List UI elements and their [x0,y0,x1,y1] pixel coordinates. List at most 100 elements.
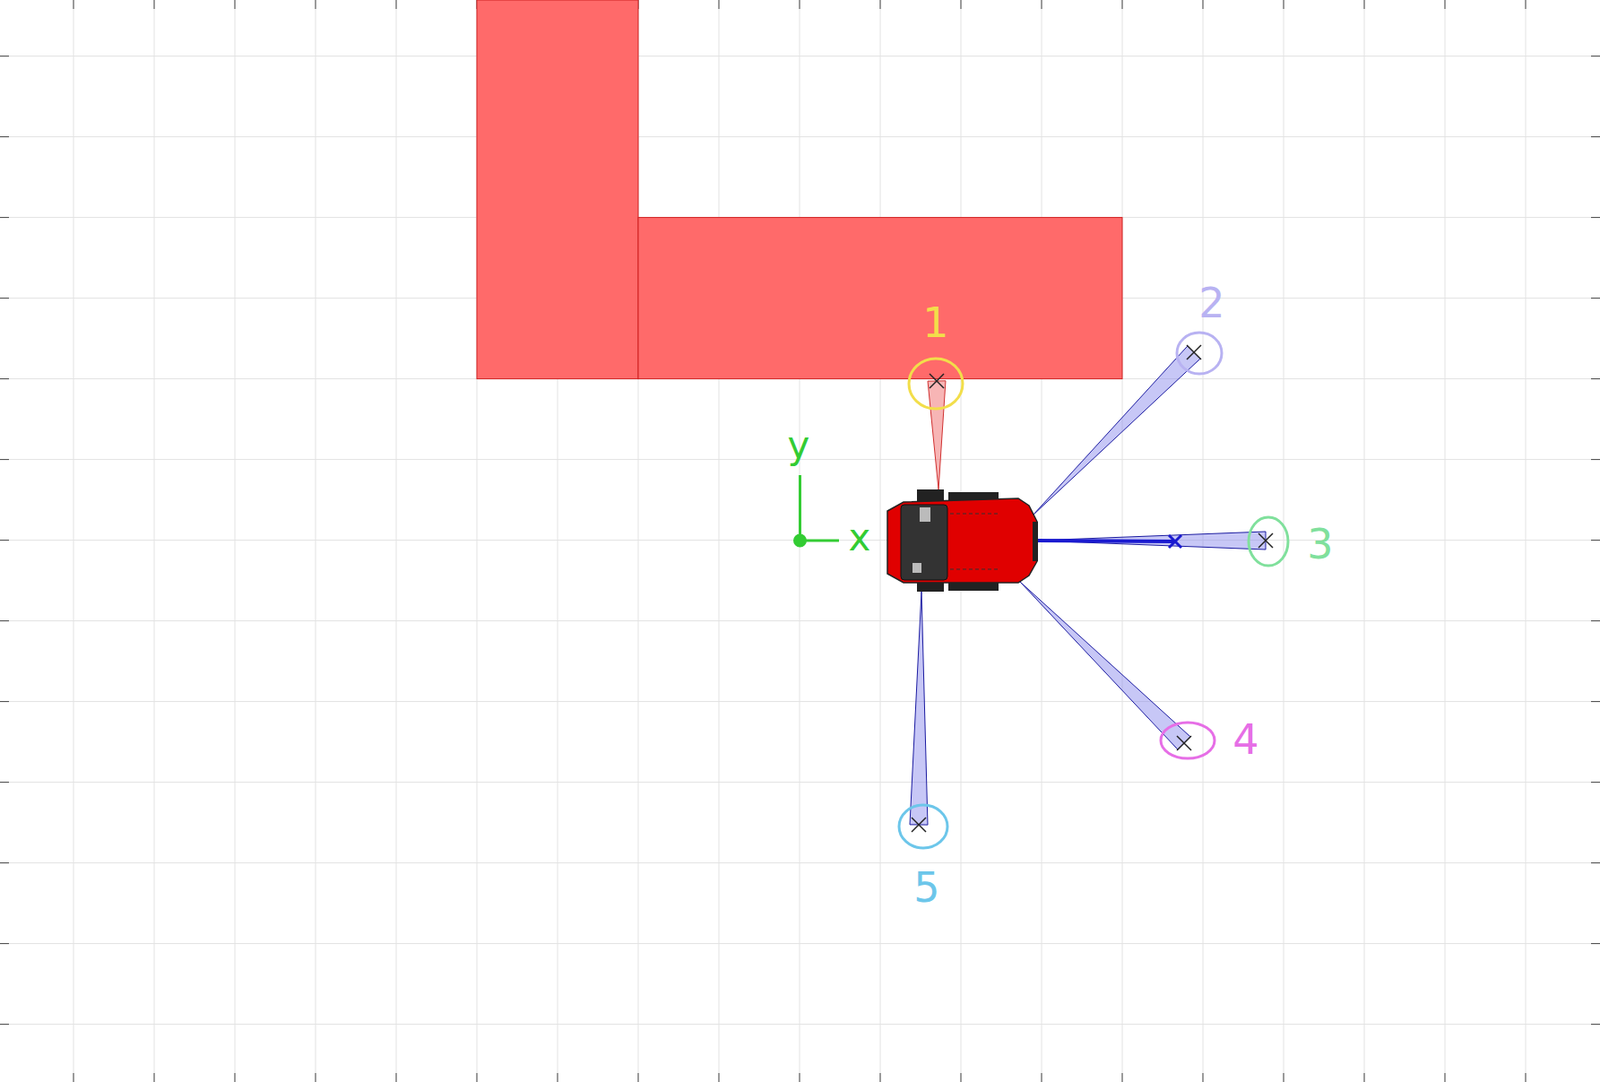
tick [1591,378,1600,380]
tick [1525,1072,1527,1082]
tick [1591,1023,1600,1025]
callout-circle [908,358,963,409]
robot [887,489,1038,592]
tick [1591,700,1600,702]
tick [1444,1072,1446,1082]
tick [154,1072,156,1082]
tick [880,0,882,9]
tick [0,539,9,541]
tick [476,1072,478,1082]
hit-marker [1186,345,1202,360]
tick [1364,1072,1366,1082]
obstacle [638,217,1123,380]
hit-marker [911,817,926,832]
tick [315,0,317,9]
obstacle [476,0,639,380]
tick [0,216,9,218]
callout-number: 1 [922,302,949,344]
tick [396,0,398,9]
grid-line [0,620,1600,622]
hit-marker [1176,735,1192,751]
sensor-beams [909,345,1273,832]
tick [1591,458,1600,460]
tick [0,781,9,783]
tick [1591,862,1600,864]
axis-label: y [787,426,811,465]
callout-circle [899,804,948,848]
range-line [1037,540,1176,542]
grid-line [1525,0,1527,1082]
sensor-beam [927,380,946,490]
tick [1591,136,1600,138]
tick [154,0,156,9]
grid-line [234,0,236,1082]
tick [1591,781,1600,783]
grid-line [0,942,1600,944]
callout-circles [899,332,1289,848]
tick [0,136,9,138]
callout-circle [1176,332,1222,374]
callout-number: 5 [913,866,940,909]
callout-circle [1160,722,1215,759]
tick [0,55,9,57]
callout-number: 3 [1306,523,1333,565]
grid-line [1283,0,1285,1082]
tick [1591,216,1600,218]
tick [234,1072,236,1082]
tick [557,1072,559,1082]
grid-line [1364,0,1366,1082]
tick [1444,0,1446,9]
tick [1122,0,1124,9]
grid-line [396,0,398,1082]
tick [1591,539,1600,541]
tick [73,1072,75,1082]
tick [1364,0,1366,9]
grid-line [0,136,1600,138]
grid-line [0,781,1600,783]
grid-line [0,862,1600,864]
axis-label: x [848,518,872,557]
grid-line [0,55,1600,57]
tick [315,1072,317,1082]
tick [0,620,9,622]
tick [1525,0,1527,9]
tick [1591,620,1600,622]
sensor-beam [1035,531,1266,550]
grid-line [0,700,1600,702]
tick [1202,0,1204,9]
tick [0,378,9,380]
tick [0,458,9,460]
grid-line [73,0,75,1082]
tick [718,1072,720,1082]
frame-axes [795,475,840,546]
tick [1591,942,1600,944]
tick [880,1072,882,1082]
range-marker [1168,535,1182,548]
tick [1122,1072,1124,1082]
tick [638,1072,640,1082]
tick [1041,0,1043,9]
tick [799,1072,801,1082]
tick [0,942,9,944]
grid-line [0,1023,1600,1025]
tick [1202,1072,1204,1082]
hit-marker [1258,533,1273,548]
sensor-beam [909,591,928,825]
tick [799,0,801,9]
tick [1283,0,1285,9]
sensor-beam [1032,345,1201,516]
grid-line [718,0,720,1082]
tick [234,0,236,9]
grid-line [1444,0,1446,1082]
grid-line [315,0,317,1082]
grid-line [154,0,156,1082]
tick [1041,1072,1043,1082]
tick [960,1072,962,1082]
tick [0,862,9,864]
sensor-beam [1020,581,1191,750]
callout-circle [1248,517,1289,566]
callout-number: 2 [1198,282,1225,324]
tick [1283,1072,1285,1082]
